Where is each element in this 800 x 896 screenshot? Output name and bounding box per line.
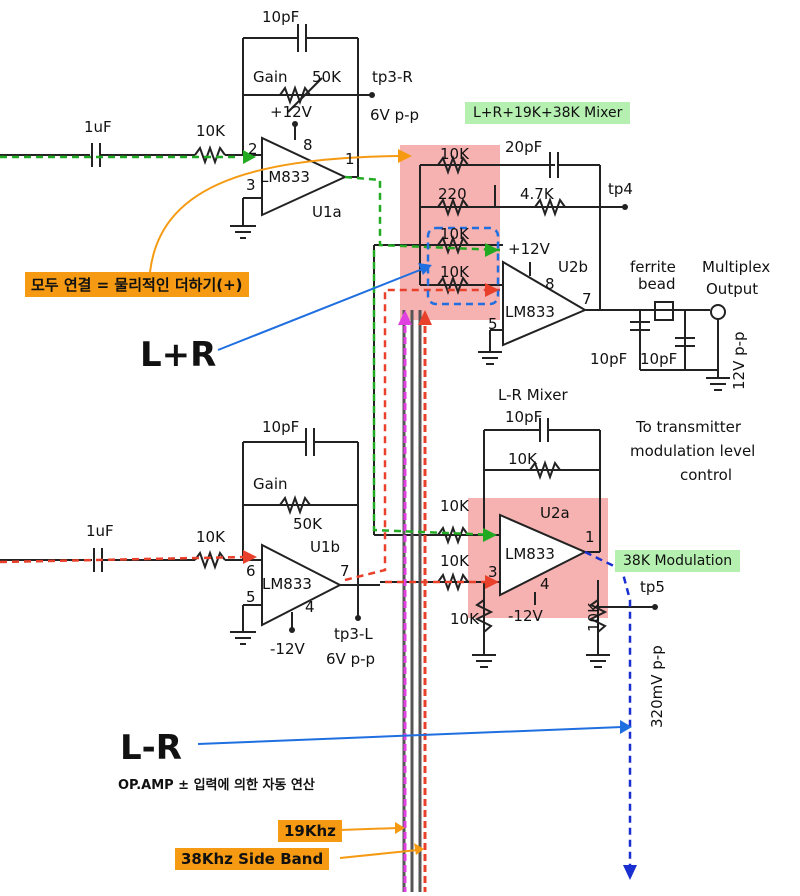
lr-diff-label: L-R (120, 728, 182, 768)
bead-label: bead (638, 275, 676, 293)
u2a-pin3: 3 (488, 563, 498, 581)
signal-paths (0, 155, 632, 870)
u2a-cap-label: 10pF (505, 408, 543, 426)
u2b-pin5: 5 (488, 315, 498, 333)
u2b-testpoint-label: tp4 (608, 180, 633, 198)
callout-arrowheads (395, 149, 632, 855)
u1a-pin2: 2 (248, 140, 258, 158)
output-vpp-label: 12V p-p (730, 331, 748, 390)
u1b-gain-label: Gain (253, 475, 288, 493)
u2b-supply-label: +12V (508, 240, 550, 258)
connect-note: 모두 연결 = 물리적인 더하기(+) (25, 272, 249, 297)
u1a-cap-label: 10pF (262, 8, 300, 26)
mixer-title-note: L+R+19K+38K Mixer (465, 102, 631, 124)
u1b-testpoint-label: tp3-L (334, 625, 373, 643)
u2b-c1-label: 10pF (590, 350, 628, 368)
u2a-supply-label: -12V (508, 607, 543, 625)
red-signal-path (0, 555, 246, 564)
u1a-cin-label: 1uF (84, 118, 112, 136)
u2a-chip-label: LM833 (505, 545, 555, 563)
u1b-cap-label: 10pF (262, 418, 300, 436)
u1a-chip-label: LM833 (260, 168, 310, 186)
u2b-rfb-label: 10K (440, 145, 469, 163)
u2b-rin1-label: 10K (440, 225, 469, 243)
u2b-chip-label: LM833 (505, 303, 555, 321)
u2b-c2-label: 10pF (640, 350, 678, 368)
callout-arrows (149, 155, 623, 859)
u1a-pin3: 3 (246, 176, 256, 194)
multiplex-label: Multiplex (702, 258, 771, 276)
transmitter-note-3: control (680, 466, 732, 484)
u1b-rin-label: 10K (196, 528, 225, 546)
u1a-pin1: 1 (345, 150, 355, 168)
sideband-arrow (339, 849, 419, 859)
u1a-supply-label: +12V (270, 103, 312, 121)
circuit-wires (0, 24, 730, 668)
u2a-name-label: U2a (540, 504, 570, 522)
u2a-mv-label: 320mV p-p (648, 645, 666, 728)
green-signal-path-2 (344, 175, 501, 252)
u1a-testpoint-label: tp3-R (372, 68, 413, 86)
u1b-pin6: 6 (246, 562, 256, 580)
u1b-supply-label: -12V (270, 640, 305, 658)
input-group-box (426, 226, 500, 306)
u1b-chip-label: LM833 (262, 575, 312, 593)
u1b-pin7: 7 (340, 562, 350, 580)
u1a-pin8: 8 (303, 136, 313, 154)
u2b-pin7: 7 (582, 290, 592, 308)
opamp-note: OP.AMP ± 입력에 의한 자동 연산 (118, 778, 315, 793)
u1a-pp-label: 6V p-p (370, 106, 420, 124)
orange-curve-arrow (149, 155, 401, 273)
transmitter-note-1: To transmitter (636, 418, 742, 436)
u2a-pin1: 1 (585, 528, 595, 546)
u1a-gain-label: Gain (253, 68, 288, 86)
u2b-r47k-label: 4.7K (520, 185, 554, 203)
u2a-testpoint-label: tp5 (640, 578, 665, 596)
lr-diff-arrow (197, 726, 623, 745)
u2a-rin2-label: 10K (440, 552, 469, 570)
output-label: Output (706, 280, 759, 298)
red-signal-path-2 (344, 288, 500, 582)
u2b-pin8: 8 (545, 275, 555, 293)
u1b-pot-label: 50K (293, 515, 322, 533)
u2b-cap-label: 20pF (505, 138, 543, 156)
u1b-pp-label: 6V p-p (326, 650, 376, 668)
u1a-pot-label: 50K (312, 68, 341, 86)
pilot-label: 19Khz (278, 820, 342, 842)
u2a-rfb-label: 10K (508, 450, 537, 468)
u2a-rin1-label: 10K (440, 497, 469, 515)
u2b-name-label: U2b (558, 258, 589, 276)
u1b-pin5: 5 (246, 588, 256, 606)
arrowheads (243, 150, 637, 880)
test-points (289, 92, 658, 633)
u1b-cin-label: 1uF (86, 522, 114, 540)
u2a-title-label: L-R Mixer (498, 386, 568, 404)
lr-sum-arrow (217, 267, 426, 351)
pilot-arrow (339, 827, 399, 831)
green-signal-path-3 (372, 250, 496, 537)
u1b-pin4: 4 (305, 598, 315, 616)
ferrite-label: ferrite (630, 258, 676, 276)
u2a-pin4: 4 (540, 575, 550, 593)
modulation-note: 38K Modulation (615, 550, 741, 572)
u2b-r220-label: 220 (438, 185, 467, 203)
u1b-name-label: U1b (310, 538, 341, 556)
lr-sum-label: L+R (140, 335, 217, 375)
u2a-rgnd-label: 10K (450, 610, 479, 628)
u1a-rin-label: 10K (196, 122, 225, 140)
u2a-rpot-label: 10K (585, 603, 603, 632)
sideband-label: 38Khz Side Band (175, 848, 330, 870)
transmitter-note-2: modulation level (630, 442, 756, 460)
u2b-rin2-label: 10K (440, 263, 469, 281)
blue-signal-path (584, 550, 632, 870)
u1a-name-label: U1a (312, 203, 342, 221)
